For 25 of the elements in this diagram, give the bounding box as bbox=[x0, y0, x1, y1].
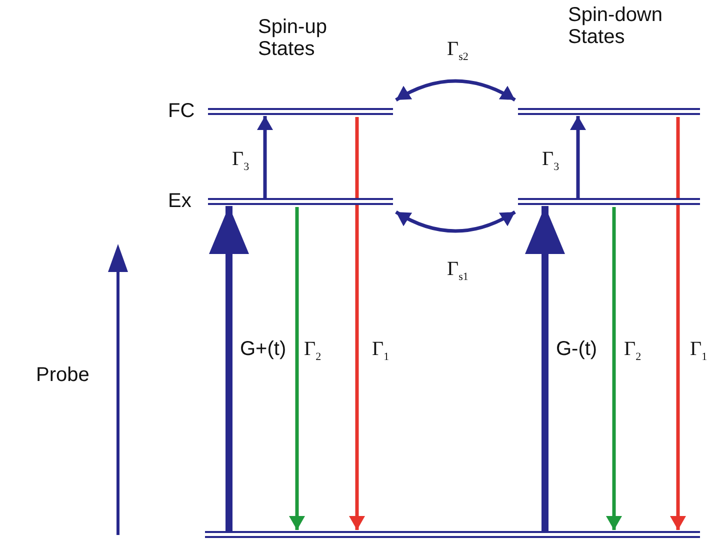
edge-label: Γ$_{1}$ bbox=[372, 338, 390, 365]
transition-arrow bbox=[670, 117, 686, 530]
column-heading: Spin-up States bbox=[258, 16, 328, 60]
edge-label: Γ$_{s2}$ bbox=[447, 38, 468, 65]
edge-label: Γ$_{1}$ bbox=[690, 338, 708, 365]
edge-label: G+(t) bbox=[240, 338, 286, 360]
level-label: FC bbox=[168, 100, 195, 122]
transition-arrow bbox=[209, 206, 249, 531]
transition-arrow bbox=[525, 206, 565, 531]
transition-arrow bbox=[606, 207, 622, 530]
transition-arrow bbox=[289, 207, 305, 530]
level-label: Ex bbox=[168, 190, 192, 212]
column-heading: Spin-down States bbox=[568, 4, 664, 48]
edge-label: Γ$_{3}$ bbox=[232, 148, 250, 175]
transition-arrow bbox=[570, 116, 586, 198]
transition-arrow bbox=[257, 116, 273, 198]
edge-label: Γ$_{3}$ bbox=[542, 148, 560, 175]
edge-label: G-(t) bbox=[556, 338, 598, 360]
edge-label: Γ$_{2}$ bbox=[624, 338, 642, 365]
edge-label: Γ$_{s1}$ bbox=[447, 258, 468, 285]
curved-double-arrow bbox=[395, 79, 516, 102]
transition-arrow bbox=[349, 117, 365, 530]
edge-label: Γ$_{2}$ bbox=[304, 338, 322, 365]
probe-label: Probe bbox=[36, 364, 90, 386]
curved-double-arrow bbox=[395, 210, 516, 233]
